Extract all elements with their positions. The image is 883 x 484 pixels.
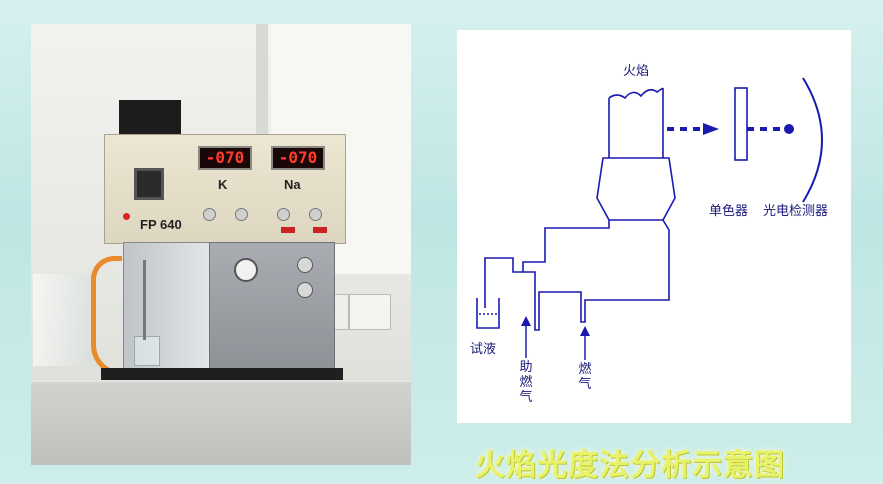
red-button	[313, 227, 327, 233]
oxidant-arrowhead	[521, 316, 531, 326]
beam-arrowhead	[703, 123, 719, 135]
flame-photometry-diagram: 火焰 单色器 光电检测器 试液 助燃气 燃气	[457, 30, 851, 423]
instrument-base	[101, 368, 343, 382]
oxidant-inlet	[484, 257, 523, 308]
monochromator-plate	[734, 87, 748, 161]
instrument-top-box	[119, 100, 181, 134]
detector-spot	[784, 124, 794, 134]
sample-beaker	[134, 336, 160, 366]
fuel-label: 燃气	[578, 362, 592, 392]
orange-tubing	[91, 256, 122, 376]
glassware	[33, 274, 93, 366]
model-label: FP 640	[140, 217, 182, 232]
lab-bench	[31, 380, 411, 465]
nebulizer-tube	[143, 260, 146, 340]
knob	[309, 208, 322, 221]
na-display: -070	[271, 146, 325, 170]
diagram-drawing	[476, 77, 823, 360]
regulator-knob	[297, 257, 313, 273]
flame-label: 火焰	[623, 64, 650, 79]
flame-outline	[608, 87, 664, 158]
figure-caption: 火焰光度法分析示意图	[475, 448, 785, 483]
burner-cup	[522, 157, 676, 331]
regulator-knob	[297, 282, 313, 298]
oxidant-label: 助燃气	[519, 360, 533, 405]
sample-label: 试液	[470, 342, 497, 357]
na-label: Na	[284, 177, 301, 192]
wall-switch	[333, 294, 349, 330]
wall-outlet	[349, 294, 391, 330]
power-switch	[134, 168, 164, 200]
red-button	[281, 227, 295, 233]
k-display: -070	[198, 146, 252, 170]
detector-label: 光电检测器	[763, 204, 829, 219]
fuel-arrowhead	[580, 326, 590, 336]
detector-mirror	[802, 77, 823, 203]
instrument-lower-body	[209, 242, 335, 370]
instrument-photo: FP 640 -070 -070 K Na	[31, 24, 411, 465]
sample-beaker	[476, 298, 500, 329]
knob	[235, 208, 248, 221]
monochromator-label: 单色器	[709, 204, 749, 219]
k-label: K	[218, 177, 228, 192]
knob	[277, 208, 290, 221]
pressure-gauge	[234, 258, 258, 282]
knob	[203, 208, 216, 221]
indicator-light	[123, 213, 130, 220]
